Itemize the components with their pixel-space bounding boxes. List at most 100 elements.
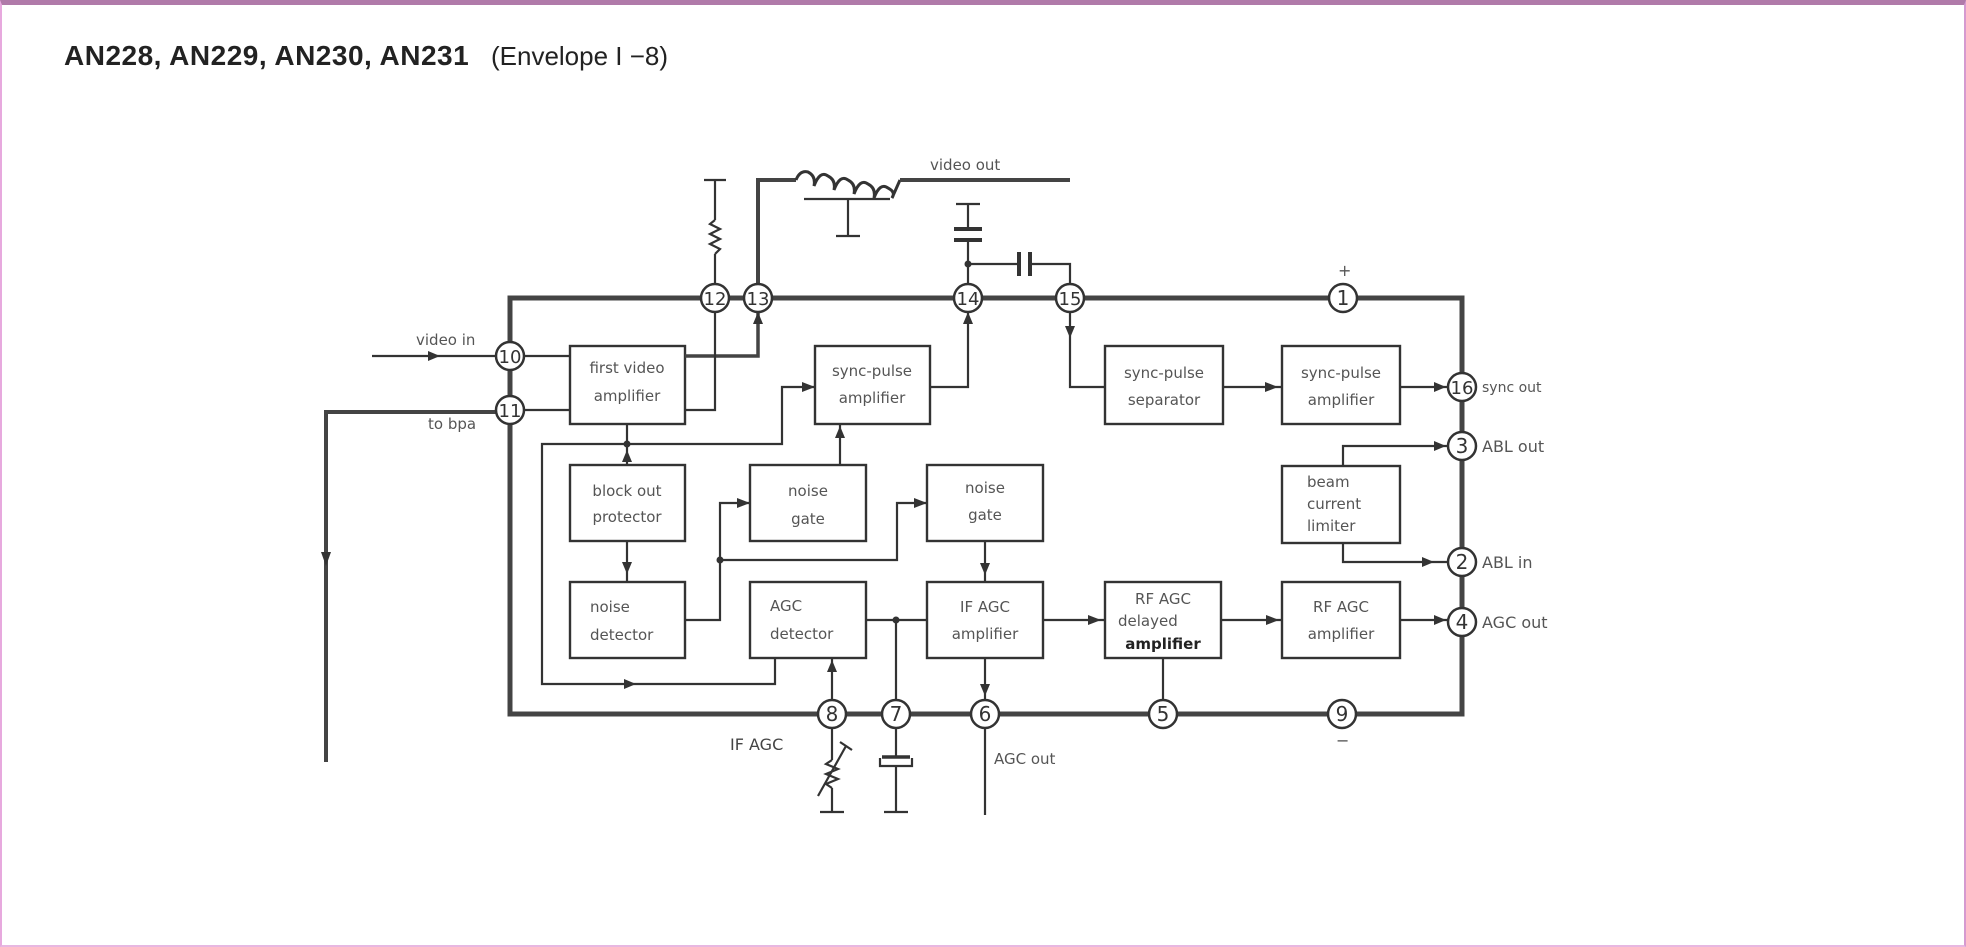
svg-text:RF AGC: RF AGC <box>1135 590 1191 608</box>
pin-2: 2 <box>1446 546 1478 578</box>
arrow-icon <box>1434 615 1446 625</box>
arrow-icon <box>737 498 750 508</box>
arrow-icon <box>1088 615 1101 625</box>
plus-label: + <box>1338 261 1351 280</box>
variable-resistor-icon <box>823 759 841 789</box>
block-sync-pulse-amplifier-1: sync-pulse amplifier <box>813 344 932 426</box>
pin-5: 5 <box>1147 698 1179 730</box>
svg-text:noise: noise <box>965 479 1005 497</box>
arrow-icon <box>624 679 636 689</box>
svg-text:limiter: limiter <box>1307 517 1356 535</box>
block-if-agc-amplifier: IF AGC amplifier <box>925 580 1045 660</box>
minus-label: − <box>1336 731 1349 750</box>
svg-text:detector: detector <box>770 625 834 643</box>
arrow-icon <box>428 351 440 361</box>
envelope-label: (Envelope I −8) <box>490 41 669 71</box>
svg-text:amplifier: amplifier <box>1125 635 1201 653</box>
svg-text:10: 10 <box>499 347 522 368</box>
svg-text:3: 3 <box>1456 434 1469 458</box>
arrow-icon <box>980 684 990 696</box>
svg-text:sync-pulse: sync-pulse <box>1301 364 1381 382</box>
arrow-icon <box>622 562 632 574</box>
pin-9: 9 <box>1326 698 1358 730</box>
agc-out-bottom-label: AGC out <box>994 750 1056 768</box>
pin13-out-wire <box>756 178 796 284</box>
svg-text:detector: detector <box>590 626 654 644</box>
pin-14: 14 <box>952 282 984 314</box>
svg-text:amplifier: amplifier <box>952 625 1019 643</box>
pin-3: 3 <box>1446 430 1478 462</box>
svg-text:4: 4 <box>1456 610 1469 634</box>
arrow-icon <box>1266 615 1279 625</box>
svg-text:gate: gate <box>968 506 1002 524</box>
svg-text:12: 12 <box>704 289 727 310</box>
block-sync-pulse-amplifier-2: sync-pulse amplifier <box>1280 344 1402 426</box>
pin-13: 13 <box>742 282 774 314</box>
svg-text:beam: beam <box>1307 473 1350 491</box>
svg-text:2: 2 <box>1456 550 1469 574</box>
video-in-label: video in <box>416 331 475 349</box>
resistor-icon <box>707 219 723 255</box>
arrow-icon <box>1422 557 1434 567</box>
block-noise-gate-1: noise gate <box>748 463 868 543</box>
arrow-icon <box>753 312 763 324</box>
block-block-out-protector: block out protector <box>568 463 687 543</box>
block-beam-current-limiter: beam current limiter <box>1280 464 1402 545</box>
arrow-icon <box>914 498 927 508</box>
svg-text:15: 15 <box>1059 289 1082 310</box>
svg-text:amplifier: amplifier <box>594 387 661 405</box>
block-agc-detector: AGC detector <box>748 580 868 660</box>
sync-out-label: sync out <box>1482 380 1542 396</box>
svg-text:6: 6 <box>979 702 992 726</box>
wire <box>930 312 970 389</box>
agc-out-right-label: AGC out <box>1482 613 1548 632</box>
svg-text:noise: noise <box>788 482 828 500</box>
svg-text:first video: first video <box>589 359 664 377</box>
svg-text:amplifier: amplifier <box>1308 391 1375 409</box>
pin-16: 16 <box>1446 371 1478 403</box>
svg-text:16: 16 <box>1451 378 1474 399</box>
block-noise-gate-2: noise gate <box>925 463 1045 543</box>
svg-text:AGC: AGC <box>770 597 802 615</box>
svg-text:noise: noise <box>590 598 630 616</box>
wire <box>817 745 847 797</box>
pin-11: 11 <box>494 394 526 426</box>
svg-text:amplifier: amplifier <box>839 389 906 407</box>
wire <box>540 442 777 686</box>
svg-text:7: 7 <box>890 702 903 726</box>
wire <box>720 501 927 562</box>
block-sync-pulse-separator: sync-pulse separator <box>1103 344 1225 426</box>
wire <box>1032 262 1072 284</box>
block-first-video-amplifier: first video amplifier <box>568 344 687 426</box>
svg-text:RF AGC: RF AGC <box>1313 598 1369 616</box>
wire <box>685 312 717 412</box>
pin-7: 7 <box>880 698 912 730</box>
svg-text:block out: block out <box>592 482 661 500</box>
block-noise-detector: noise detector <box>568 580 687 660</box>
arrow-icon <box>835 426 845 438</box>
page-title: AN228, AN229, AN230, AN231 (Envelope I −… <box>64 40 668 72</box>
video-out-label: video out <box>930 156 1000 174</box>
pin-6: 6 <box>969 698 1001 730</box>
coil-icon <box>794 170 902 199</box>
svg-text:IF AGC: IF AGC <box>960 598 1010 616</box>
svg-text:11: 11 <box>499 401 522 422</box>
wire <box>839 741 853 751</box>
wire <box>685 312 760 358</box>
arrow-icon <box>980 563 990 575</box>
svg-text:1: 1 <box>1337 286 1350 310</box>
svg-text:protector: protector <box>592 508 662 526</box>
wire <box>1341 444 1448 466</box>
part-numbers: AN228, AN229, AN230, AN231 <box>64 40 470 71</box>
svg-text:5: 5 <box>1157 702 1170 726</box>
arrow-icon <box>1265 382 1278 392</box>
svg-text:sync-pulse: sync-pulse <box>1124 364 1204 382</box>
capacitor-plate <box>878 758 914 768</box>
pin-12: 12 <box>699 282 731 314</box>
block-rf-agc-delayed-amplifier: RF AGC delayed amplifier <box>1103 580 1223 660</box>
svg-text:9: 9 <box>1336 702 1349 726</box>
svg-text:separator: separator <box>1128 391 1201 409</box>
to-bpa-wire <box>324 410 496 762</box>
svg-text:8: 8 <box>826 702 839 726</box>
